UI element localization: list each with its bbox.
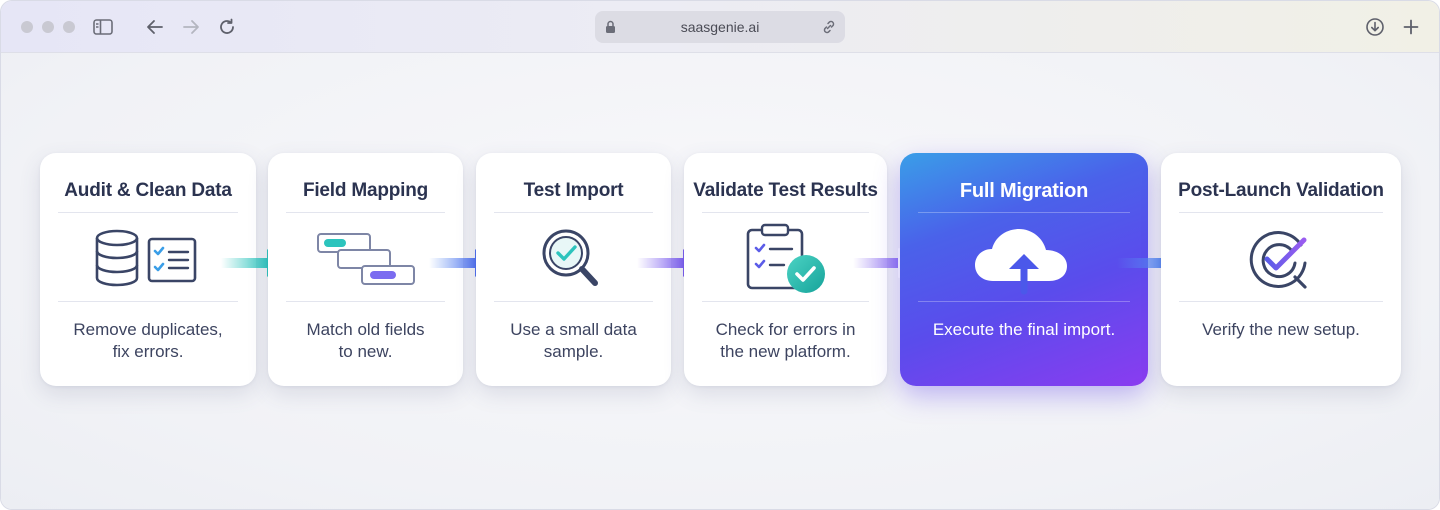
magnifier-check-icon [476,223,671,295]
step-title: Post-Launch Validation [1178,180,1384,201]
step-title: Validate Test Results [693,180,878,201]
step-description: Execute the final import. [932,320,1116,339]
new-tab-icon[interactable] [1399,15,1423,39]
forward-arrow-icon[interactable] [179,15,203,39]
divider [918,212,1130,213]
step-description: Match old fields to new. [306,320,425,361]
divider [918,301,1130,302]
back-arrow-icon[interactable] [143,15,167,39]
step-description: Use a small data sample. [510,320,637,361]
step-title: Audit & Clean Data [64,180,232,201]
clipboard-check-icon [684,223,887,295]
divider [1179,212,1383,213]
divider [494,212,653,213]
zoom-window-button[interactable] [63,21,75,33]
step-card-test-import: Test Import Use a small data sample. [476,153,671,386]
minimize-window-button[interactable] [42,21,54,33]
step-card-full-migration: Full Migration Execute the final import. [900,153,1148,386]
lock-icon [605,20,616,37]
divider [494,301,653,302]
divider [286,212,445,213]
step-description: Remove duplicates, fix errors. [73,320,223,361]
browser-toolbar: saasgenie.ai [1,1,1439,53]
window-controls [21,21,75,33]
step-title: Full Migration [959,180,1089,202]
step-description: Check for errors in the new platform. [715,320,856,361]
sidebar-toggle-icon[interactable] [91,15,115,39]
divider [702,212,869,213]
step-title: Test Import [523,180,624,201]
link-icon[interactable] [821,19,837,38]
step-description: Verify the new setup. [1202,320,1360,339]
divider [286,301,445,302]
database-checklist-icon [40,223,256,295]
step-card-audit-clean-data: Audit & Clean Data [40,153,256,386]
cloud-upload-icon [900,223,1148,295]
step-card-post-launch-validation: Post-Launch Validation Verify the new se… [1161,153,1401,386]
divider [58,212,238,213]
address-bar[interactable]: saasgenie.ai [595,11,845,43]
reload-icon[interactable] [215,15,239,39]
divider [1179,301,1383,302]
step-card-field-mapping: Field Mapping Match old fields to new. [268,153,463,386]
download-icon[interactable] [1363,15,1387,39]
url-text: saasgenie.ai [680,19,760,35]
step-title: Field Mapping [302,180,429,201]
divider [702,301,869,302]
close-window-button[interactable] [21,21,33,33]
divider [58,301,238,302]
page-content: Audit & Clean Data [1,53,1439,509]
field-mapping-icon [268,223,463,295]
step-card-validate-test-results: Validate Test Results C [684,153,887,386]
target-check-icon [1161,223,1401,295]
